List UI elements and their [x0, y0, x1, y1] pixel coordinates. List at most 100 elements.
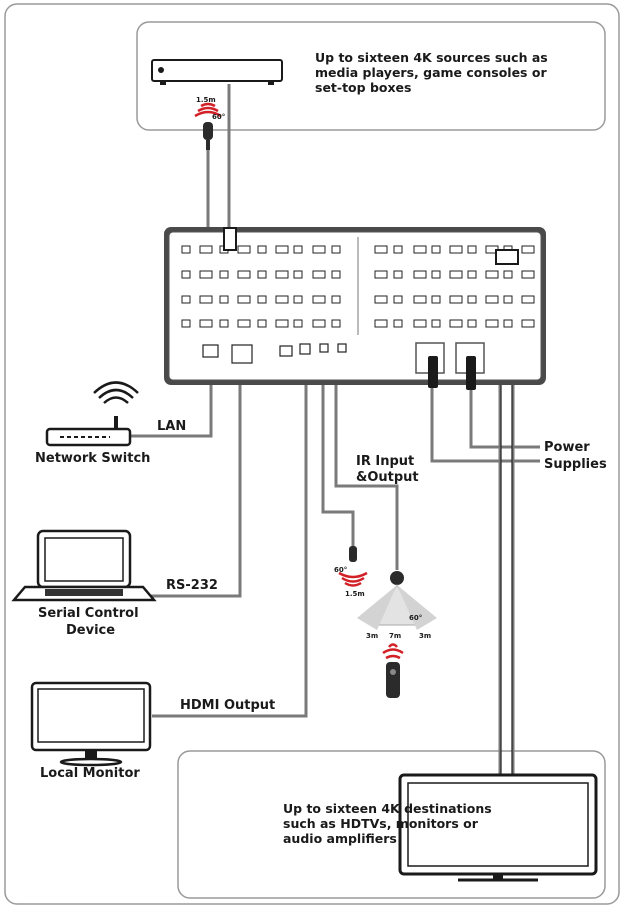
matrix-port — [467, 295, 477, 304]
matrix-port — [312, 245, 326, 254]
matrix-port — [503, 295, 513, 304]
matrix-port — [374, 270, 388, 279]
matrix-port — [521, 245, 535, 254]
matrix-port — [467, 245, 477, 254]
laptop-icon — [11, 529, 157, 602]
matrix-switcher-icon — [164, 227, 546, 385]
ir-top-distance: 1.5m — [196, 96, 216, 104]
matrix-port — [449, 319, 463, 328]
matrix-port — [181, 245, 191, 254]
rs232-label: RS-232 — [166, 578, 218, 593]
matrix-port — [374, 295, 388, 304]
ir-top-angle: 60° — [212, 113, 226, 121]
matrix-port — [199, 245, 213, 254]
power-label-2: Supplies — [544, 457, 607, 472]
matrix-port — [331, 270, 341, 279]
matrix-port — [393, 270, 403, 279]
matrix-port — [237, 270, 251, 279]
matrix-port — [393, 295, 403, 304]
matrix-port — [199, 319, 213, 328]
matrix-port — [413, 245, 427, 254]
ir-bottom-angle: 60° — [334, 566, 348, 574]
matrix-port — [485, 319, 499, 328]
matrix-port — [293, 295, 303, 304]
matrix-port — [431, 245, 441, 254]
matrix-port — [312, 319, 326, 328]
matrix-port — [413, 270, 427, 279]
range-angle: 60° — [409, 614, 423, 622]
cables — [106, 84, 540, 855]
matrix-port — [331, 245, 341, 254]
matrix-port — [467, 270, 477, 279]
ir-bottom-distance: 1.5m — [345, 590, 365, 598]
matrix-port — [413, 319, 427, 328]
matrix-port — [181, 270, 191, 279]
matrix-port — [521, 270, 535, 279]
matrix-port — [521, 319, 535, 328]
matrix-port — [374, 245, 388, 254]
destinations-description: Up to sixteen 4K destinations such as HD… — [283, 801, 492, 846]
matrix-port — [331, 295, 341, 304]
hdmi-output-label: HDMI Output — [180, 698, 276, 713]
matrix-port — [503, 270, 513, 279]
matrix-port — [449, 245, 463, 254]
matrix-port — [199, 295, 213, 304]
control-port — [202, 344, 219, 358]
matrix-port — [219, 319, 229, 328]
matrix-port — [485, 295, 499, 304]
matrix-port — [293, 319, 303, 328]
matrix-port — [219, 295, 229, 304]
range-center: 7m — [389, 632, 402, 640]
matrix-port — [237, 295, 251, 304]
matrix-port — [374, 319, 388, 328]
matrix-port — [449, 295, 463, 304]
matrix-port — [449, 270, 463, 279]
matrix-port — [312, 295, 326, 304]
matrix-port — [485, 270, 499, 279]
control-port — [337, 343, 347, 353]
matrix-port — [431, 295, 441, 304]
ir-emitter-icon — [194, 102, 222, 150]
matrix-port — [393, 245, 403, 254]
serial-control-label-2: Device — [66, 623, 116, 638]
control-port — [319, 343, 329, 353]
control-port — [279, 345, 293, 357]
ir-emitter-bottom-icon — [338, 546, 368, 587]
matrix-port — [275, 295, 289, 304]
range-right: 3m — [419, 632, 432, 640]
matrix-port — [257, 245, 267, 254]
matrix-port — [275, 319, 289, 328]
matrix-port — [467, 319, 477, 328]
matrix-port — [181, 319, 191, 328]
ir-input-label-1: IR Input — [356, 454, 415, 469]
matrix-port — [393, 319, 403, 328]
control-port — [299, 343, 311, 355]
matrix-port — [257, 295, 267, 304]
matrix-port — [521, 295, 535, 304]
ir-receiver-icon — [357, 571, 437, 630]
control-port — [231, 344, 253, 364]
remote-control-icon — [382, 643, 404, 698]
matrix-port — [331, 319, 341, 328]
matrix-port — [237, 319, 251, 328]
matrix-port — [293, 270, 303, 279]
matrix-port — [199, 270, 213, 279]
matrix-port — [312, 270, 326, 279]
local-monitor-label: Local Monitor — [40, 766, 140, 781]
matrix-port — [413, 295, 427, 304]
port-panel — [181, 245, 535, 364]
serial-control-label-1: Serial Control — [38, 606, 139, 621]
matrix-port — [257, 319, 267, 328]
matrix-port — [503, 319, 513, 328]
matrix-port — [181, 295, 191, 304]
power-plug-icon — [415, 342, 485, 390]
sources-description: Up to sixteen 4K sources such as media p… — [315, 50, 548, 95]
tv-icon — [398, 773, 598, 882]
network-switch-label: Network Switch — [35, 451, 151, 466]
wifi-router-icon — [45, 381, 139, 447]
matrix-port — [431, 270, 441, 279]
matrix-port — [431, 319, 441, 328]
range-left: 3m — [366, 632, 379, 640]
power-label-1: Power — [544, 440, 590, 455]
